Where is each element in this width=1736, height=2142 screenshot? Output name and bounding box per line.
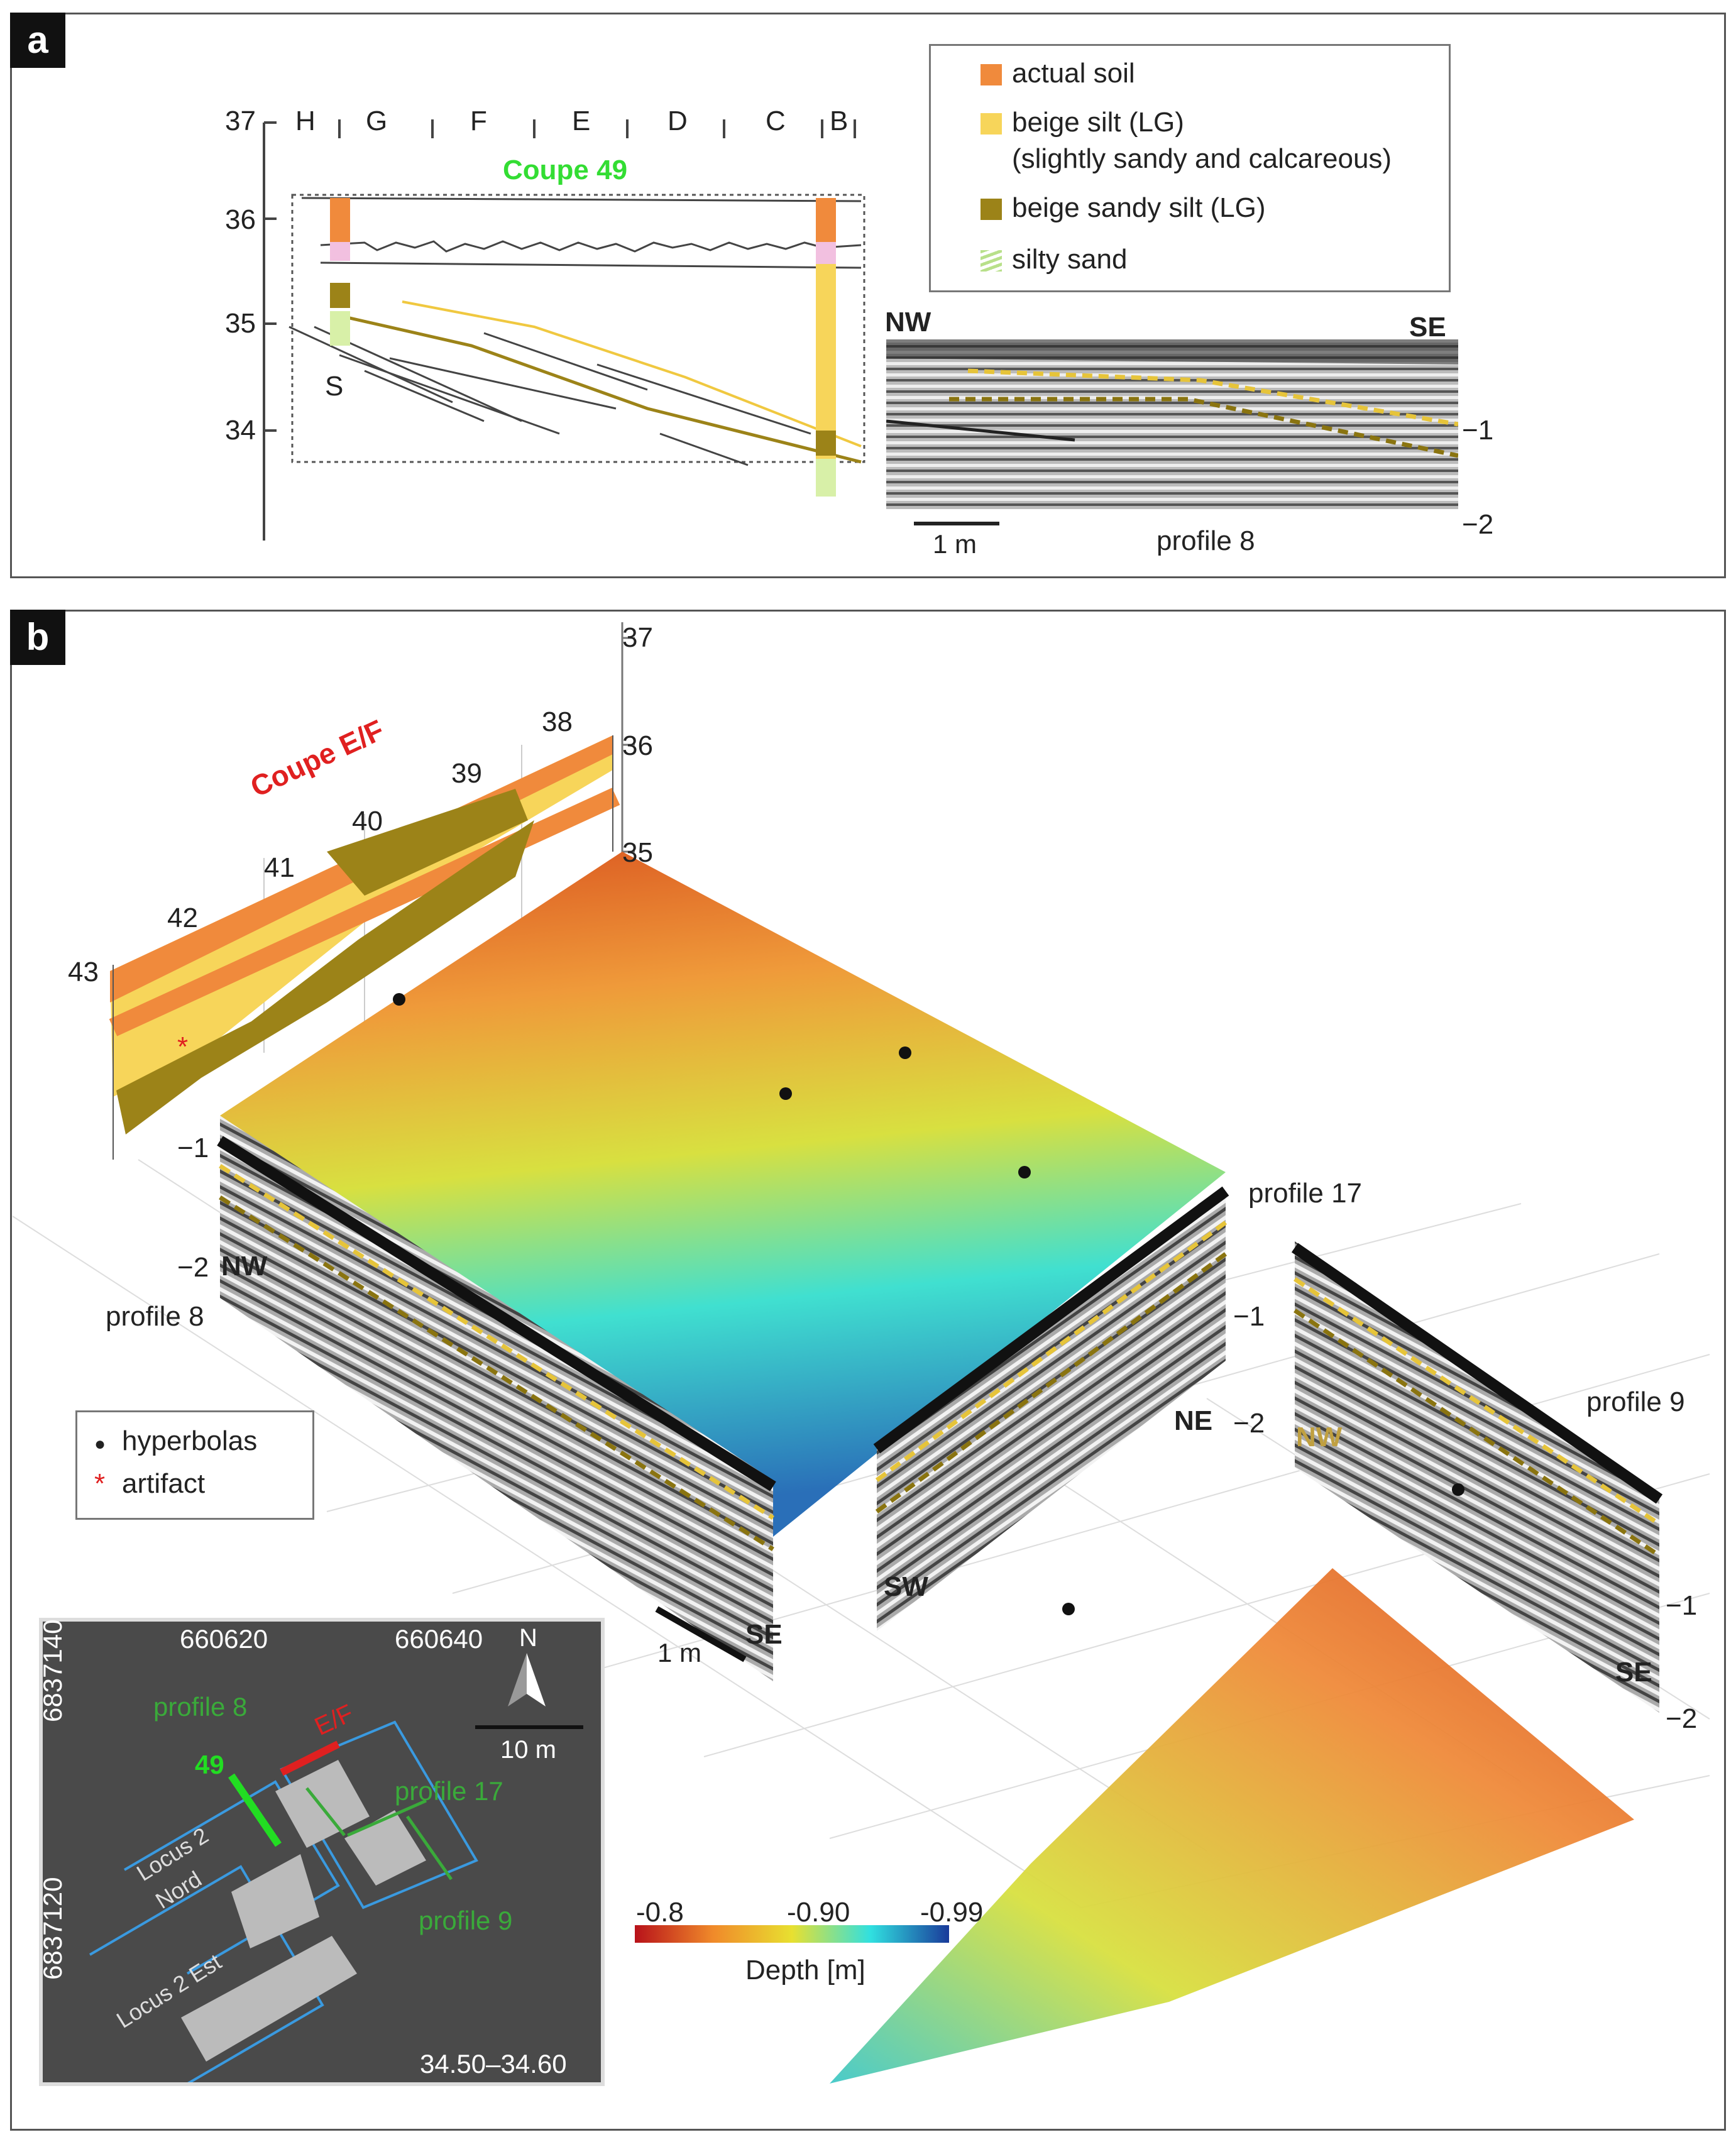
inset-ytick-2: 6837120 (38, 1877, 67, 1980)
inset-xtick-2: 660640 (395, 1624, 483, 1654)
b-legend-hyperbolas: ●hyperbolas (94, 1425, 258, 1456)
a-ytick-36: 36 (225, 204, 256, 235)
b-sec-tick-43: 43 (68, 957, 99, 987)
inset-range: 34.50–34.60 (420, 2049, 567, 2079)
a-profile-label: profile 8 (1156, 525, 1255, 556)
a-col-E: E (572, 106, 591, 136)
b-se-1: SE (745, 1619, 783, 1650)
b-tick-m2b: −2 (1233, 1408, 1265, 1439)
b-sec-tick-38: 38 (542, 706, 573, 737)
a-ytick-34: 34 (225, 415, 256, 446)
panel-a-badge: a (10, 13, 65, 68)
inset-scale: 10 m (500, 1736, 556, 1764)
panel-a-section-plot (263, 119, 865, 541)
a-legend-row-soil: actual soil (981, 58, 1135, 89)
b-sec-tick-41: 41 (264, 852, 295, 883)
a-s-label: S (325, 371, 344, 402)
inset-ytick-1: 6837140 (38, 1619, 67, 1722)
b-profile9: profile 9 (1586, 1387, 1685, 1417)
b-profile8: profile 8 (106, 1301, 204, 1332)
a-legend (929, 44, 1451, 292)
a-gpr-tick-2: −2 (1462, 509, 1494, 540)
a-gpr-radargram (886, 339, 1458, 509)
a-legend-row-silt: beige silt (LG) (981, 107, 1184, 138)
inset-north: N (519, 1624, 537, 1652)
b-cbar-min: -0.8 (636, 1897, 684, 1928)
inset-xtick-1: 660620 (180, 1624, 268, 1654)
b-nw-2: NW (1296, 1422, 1343, 1453)
inset-map (39, 1618, 605, 2086)
silt-swatch (981, 113, 1002, 135)
b-ne: NE (1174, 1405, 1213, 1436)
b-nw-1: NW (221, 1251, 268, 1282)
inset-profile8: profile 8 (153, 1692, 248, 1722)
a-col-G: G (366, 106, 388, 136)
inset-49: 49 (195, 1750, 224, 1779)
a-legend-row-sandysilt: beige sandy silt (LG) (981, 192, 1266, 224)
b-vtick-36: 36 (622, 730, 653, 761)
b-vtick-37: 37 (622, 622, 653, 653)
inset-map-drawing (89, 1653, 583, 2082)
a-scale-bar (914, 522, 999, 525)
b-profile17: profile 17 (1248, 1178, 1363, 1209)
a-section-title: Coupe 49 (503, 155, 628, 185)
a-legend-row-silty-sand: silty sand (981, 244, 1127, 275)
panel-b-3d-view: * (13, 622, 1710, 2084)
b-cbar-mid: -0.90 (787, 1897, 850, 1928)
panel-b-badge: b (10, 610, 65, 665)
silty-sand-icon (981, 250, 1002, 272)
a-col-D: D (667, 106, 688, 136)
a-col-B: B (830, 106, 849, 136)
b-scale: 1 m (657, 1638, 702, 1667)
b-sec-tick-40: 40 (352, 806, 383, 837)
b-tick-m1a: −1 (177, 1133, 209, 1163)
artifact-star-icon: * (94, 1468, 106, 1499)
svg-text:*: * (177, 1031, 188, 1062)
a-col-F: F (470, 106, 487, 136)
hyperbola-dot-icon: ● (94, 1434, 106, 1454)
b-tick-m2a: −2 (177, 1252, 209, 1283)
b-sec-tick-42: 42 (167, 903, 198, 933)
inset-profile17: profile 17 (395, 1776, 503, 1806)
a-gpr-nw: NW (885, 307, 931, 338)
a-ytick-35: 35 (225, 308, 256, 339)
a-ytick-37: 37 (225, 106, 256, 136)
a-col-C: C (766, 106, 786, 136)
a-scale-label: 1 m (933, 529, 977, 559)
a-legend-row-silt-sub: (slightly sandy and calcareous) (1012, 143, 1392, 174)
b-tick-m2c: −2 (1666, 1703, 1698, 1734)
b-cbar-max: -0.99 (920, 1897, 984, 1928)
b-sec-tick-39: 39 (451, 758, 482, 789)
b-tick-m1b: −1 (1233, 1301, 1265, 1332)
b-cbar-title: Depth [m] (745, 1955, 865, 1985)
b-tick-m1c: −1 (1666, 1590, 1698, 1621)
b-sw: SW (884, 1571, 928, 1602)
b-vtick-35: 35 (622, 837, 653, 868)
a-gpr-se: SE (1409, 312, 1446, 343)
sandysilt-swatch (981, 199, 1002, 221)
soil-swatch (981, 64, 1002, 86)
b-legend-artifact: *artifact (94, 1468, 206, 1499)
b-legend (75, 1410, 314, 1520)
a-col-H: H (295, 106, 316, 136)
a-gpr-tick-1: −1 (1462, 415, 1494, 446)
b-se-2: SE (1615, 1657, 1652, 1688)
inset-profile9: profile 9 (419, 1906, 513, 1935)
